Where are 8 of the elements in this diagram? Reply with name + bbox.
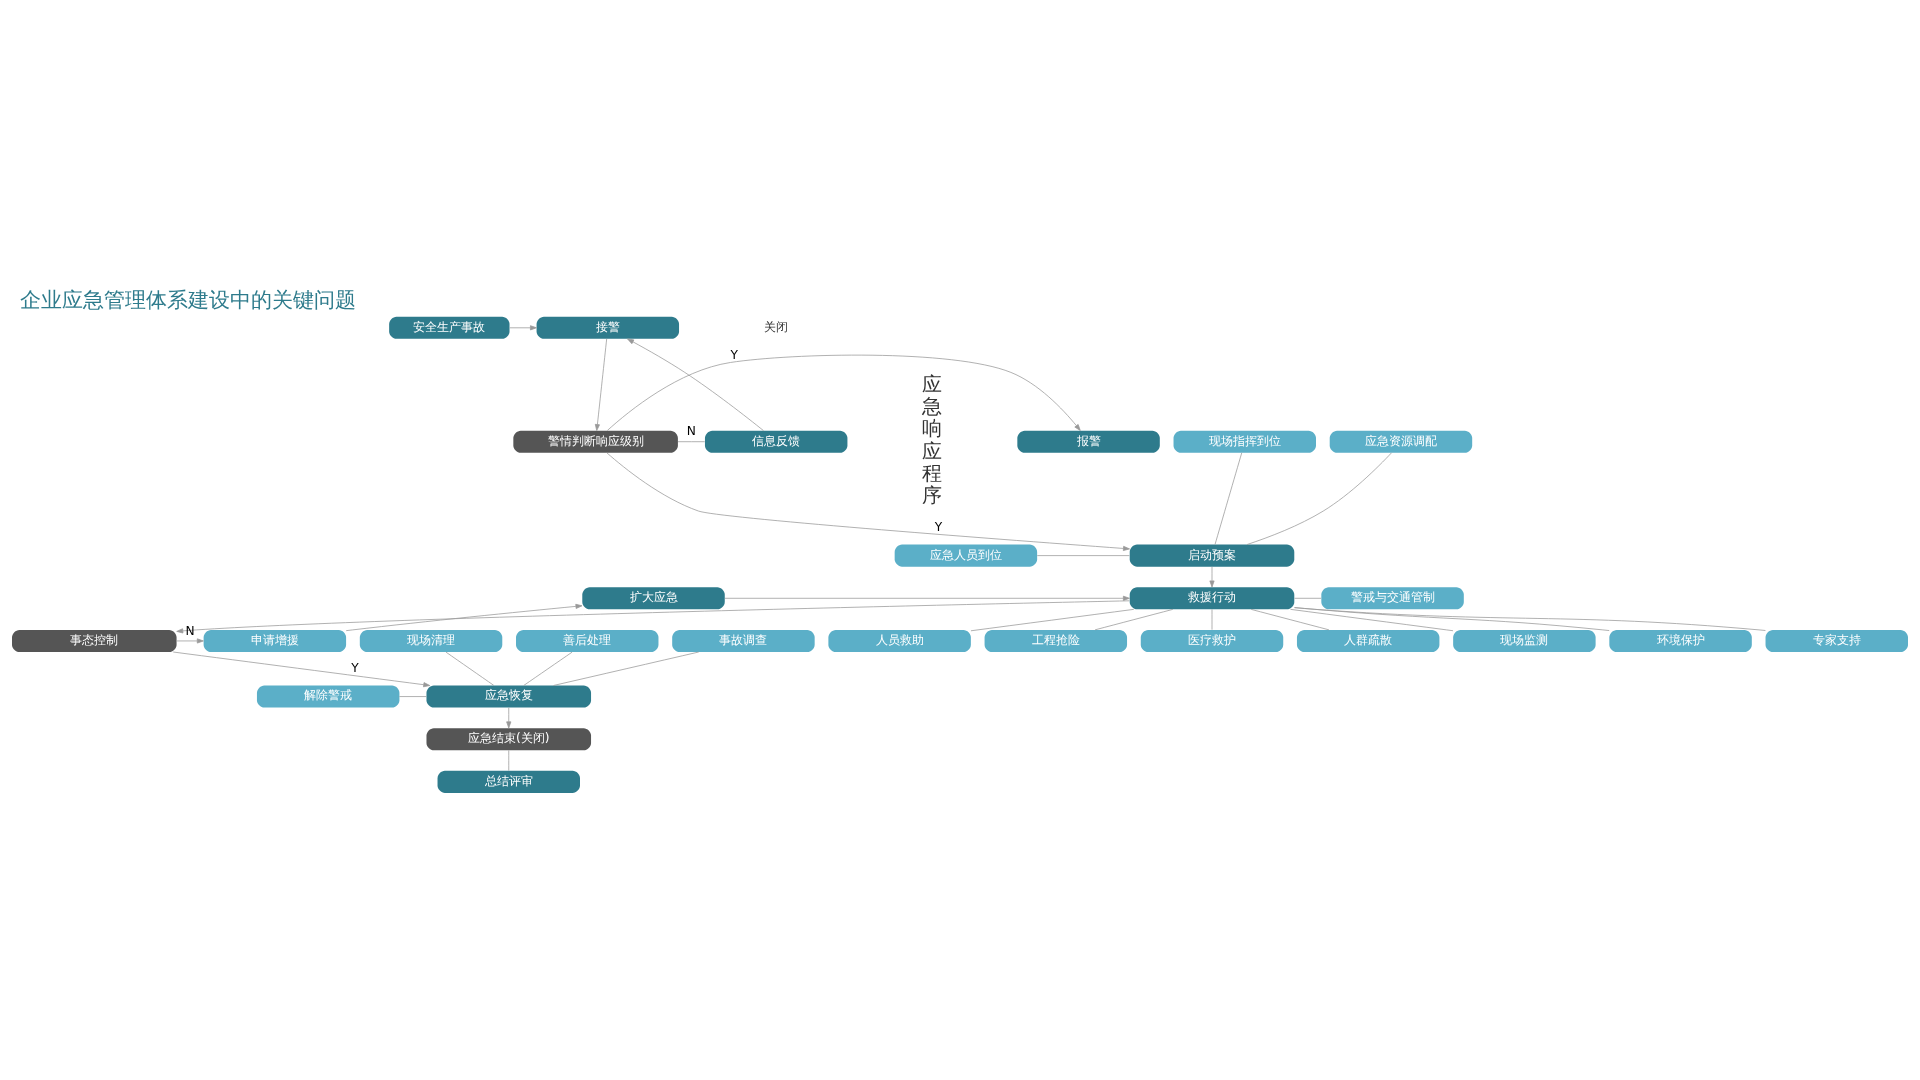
label: 关闭	[764, 319, 789, 334]
edge-label: Y	[730, 347, 739, 362]
label: 应急响应程序	[922, 373, 943, 507]
diagram-title: 企业应急管理体系建设中的关键问题	[19, 287, 356, 313]
edge-label: Y	[351, 660, 359, 675]
edge-label: N	[686, 424, 696, 439]
edge-label: Y	[934, 519, 943, 534]
edge-label: N	[185, 623, 195, 638]
